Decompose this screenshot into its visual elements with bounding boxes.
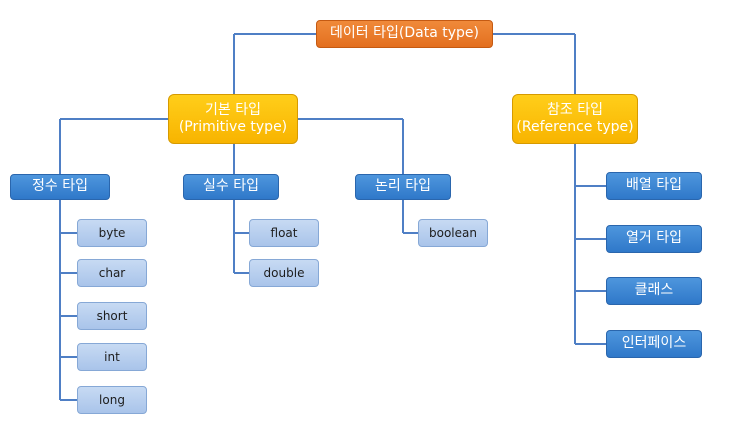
array-type-node: 배열 타입 [606,172,702,200]
reference-item-label: 클래스 [634,282,674,299]
reference-type-node: 참조 타입 (Reference type) [512,94,638,144]
interface-node: 인터페이스 [606,330,702,358]
logical-type-label: 논리 타입 [375,178,431,195]
leaf-label: byte [98,225,126,240]
leaf-label: double [263,265,305,280]
integer-type-node: 정수 타입 [10,174,110,200]
reference-item-label: 배열 타입 [626,177,682,194]
primitive-label-ko: 기본 타입 [205,101,261,118]
leaf-double: double [249,259,319,287]
leaf-int: int [77,343,147,371]
reference-label-ko: 참조 타입 [547,101,603,118]
leaf-label: float [270,225,298,240]
leaf-byte: byte [77,219,147,247]
logical-type-node: 논리 타입 [355,174,451,200]
enum-type-node: 열거 타입 [606,225,702,253]
leaf-float: float [249,219,319,247]
reference-item-label: 열거 타입 [626,230,682,247]
leaf-short: short [77,302,147,330]
leaf-label: int [104,349,120,364]
reference-label-en: (Reference type) [516,119,634,135]
real-type-label: 실수 타입 [203,178,259,195]
leaf-label: char [98,265,126,280]
leaf-label: long [99,392,125,407]
primitive-type-node: 기본 타입 (Primitive type) [168,94,298,144]
primitive-label-en: (Primitive type) [178,119,288,135]
leaf-label: short [96,308,128,323]
leaf-char: char [77,259,147,287]
root-node-data-type: 데이터 타입(Data type) [316,20,493,48]
leaf-label: boolean [429,225,477,240]
class-node: 클래스 [606,277,702,305]
leaf-boolean: boolean [418,219,488,247]
integer-type-label: 정수 타입 [32,178,88,195]
leaf-long: long [77,386,147,414]
real-type-node: 실수 타입 [183,174,279,200]
reference-item-label: 인터페이스 [621,335,687,352]
root-label: 데이터 타입(Data type) [330,25,479,42]
